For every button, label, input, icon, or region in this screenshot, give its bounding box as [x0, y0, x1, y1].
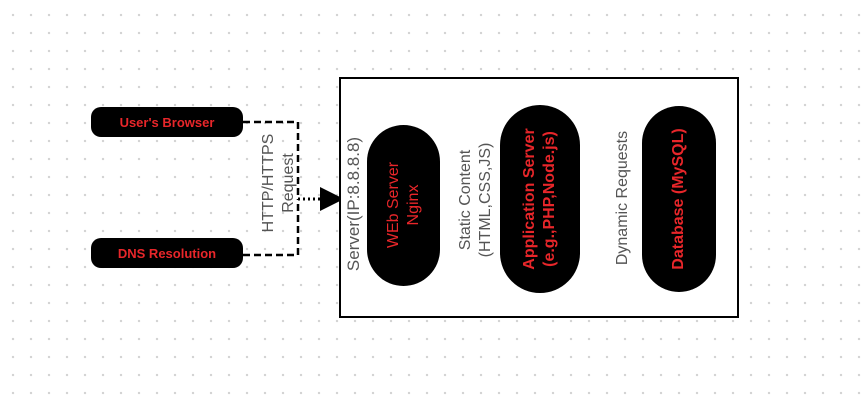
http-request-line1: HTTP/HTTPS	[260, 133, 277, 233]
database-text: Database (MySQL)	[670, 128, 687, 270]
static-content-line2: (HTML,CSS,JS)	[477, 142, 494, 258]
browser-connector	[243, 120, 300, 199]
dns-resolution-node: DNS Resolution	[91, 238, 243, 268]
static-content-line1: Static Content	[457, 149, 474, 251]
server-ip-label: Server(IP:8.8.8.8)	[344, 136, 363, 272]
web-server-text: WEb Server Nginx	[384, 162, 424, 248]
application-server-line2: (e.g.,PHP,Node.js)	[541, 131, 558, 267]
application-server-text: Application Server (e.g.,PHP,Node.js)	[520, 128, 560, 269]
web-server-line2: Nginx	[405, 184, 422, 226]
dynamic-requests-label: Dynamic Requests	[614, 130, 631, 266]
dns-resolution-label: DNS Resolution	[117, 245, 217, 261]
http-request-label: HTTP/HTTPS Request	[259, 134, 299, 233]
users-browser-label: User's Browser	[119, 114, 215, 130]
application-server-node	[500, 105, 580, 293]
web-server-node	[367, 125, 440, 286]
users-browser-node: User's Browser	[91, 107, 243, 137]
http-request-line2: Request	[280, 153, 297, 213]
dns-connector	[243, 199, 300, 257]
database-node	[642, 106, 716, 292]
static-content-label: Static Content (HTML,CSS,JS)	[456, 143, 496, 258]
application-server-line1: Application Server	[521, 128, 538, 270]
web-server-line1: WEb Server	[385, 161, 402, 249]
